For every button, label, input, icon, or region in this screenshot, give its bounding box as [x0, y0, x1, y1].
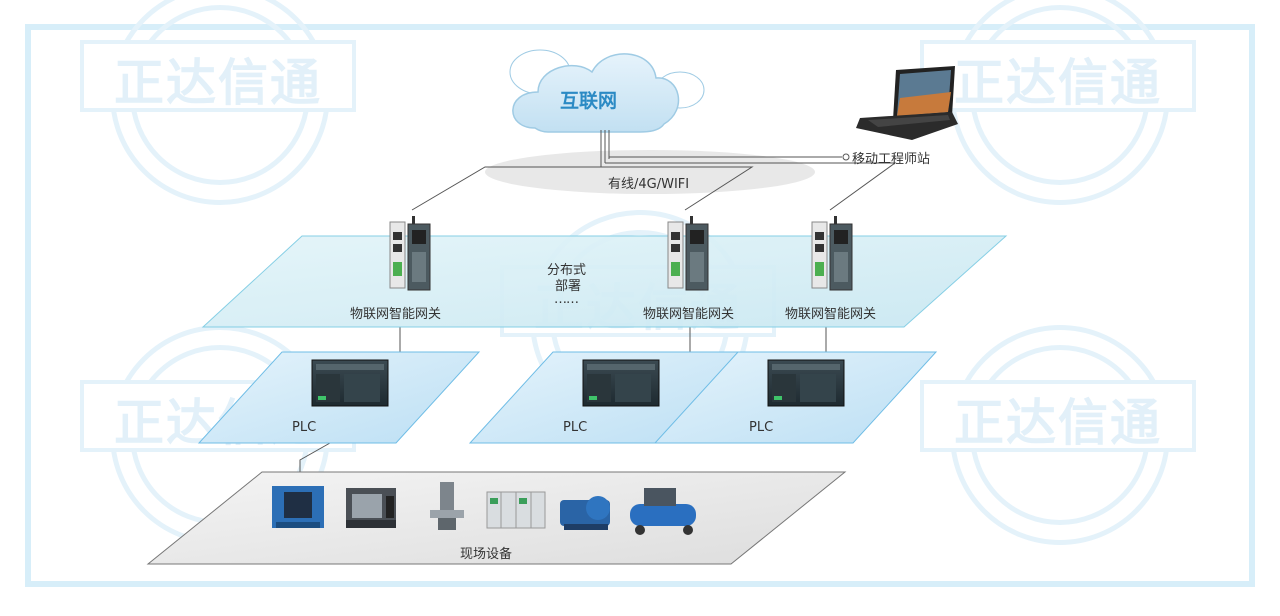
plc-icon: [311, 359, 389, 407]
deploy-label-line1: 分布式: [547, 263, 587, 278]
engineer-connector-dot: [842, 153, 850, 161]
plc-label: PLC: [292, 420, 317, 435]
haze-shadow: [485, 150, 815, 194]
gateway-label: 物联网智能网关: [643, 307, 735, 322]
deploy-label-line2: 部署: [555, 279, 582, 294]
deploy-ellipsis: ……: [554, 292, 579, 307]
gateway-device-icon: [389, 216, 431, 291]
field-devices-label: 现场设备: [460, 547, 513, 562]
air-compressor-icon: [630, 488, 696, 535]
gateway-device-icon: [667, 216, 709, 291]
gateway-layer-plane: [201, 235, 1008, 328]
outer-frame: [25, 24, 1255, 587]
plc-icon: [582, 359, 660, 407]
plc-label: PLC: [749, 420, 774, 435]
gateway-label: 物联网智能网关: [350, 307, 442, 322]
engineer-station-label: 移动工程师站: [852, 152, 931, 167]
press-machine-icon: [272, 486, 324, 528]
connection-label: 有线/4G/WIFI: [608, 177, 690, 192]
switchgear-cabinet-icon: [486, 491, 546, 529]
connection-lines: [299, 130, 897, 474]
internet-cloud: [509, 49, 705, 133]
cnc-lathe-icon: [346, 488, 396, 528]
gateway-device-icon: [811, 216, 853, 291]
plc-label: PLC: [563, 420, 588, 435]
plc-icon: [767, 359, 845, 407]
milling-machine-icon: [430, 482, 464, 530]
vacuum-pump-icon: [560, 496, 610, 530]
gateway-label: 物联网智能网关: [785, 307, 877, 322]
internet-label: 互联网: [560, 90, 618, 112]
laptop-icon: [856, 66, 958, 140]
